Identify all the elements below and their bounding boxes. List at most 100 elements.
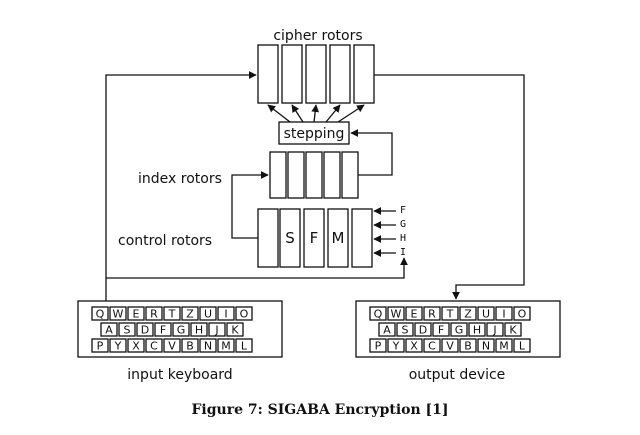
keyboard-key — [208, 322, 226, 337]
keyboard-key-label: F — [438, 324, 444, 337]
keyboard-to-control-line — [106, 257, 408, 279]
control-inputs: F G H I — [373, 205, 406, 258]
keyboard-key-label: K — [231, 324, 239, 337]
keyboard-key-label: M — [499, 340, 509, 353]
keyboard-key — [109, 306, 127, 321]
keyboard-key — [414, 322, 432, 337]
keyboard-key — [163, 306, 181, 321]
keyboard-key — [468, 322, 486, 337]
control-rotor-m — [327, 208, 349, 268]
keyboard-key — [190, 322, 208, 337]
keyboard-key-label: N — [204, 340, 212, 353]
cipher-rotor — [305, 44, 327, 104]
control-rotors: S F M — [257, 208, 373, 268]
keyboard-key-label: A — [383, 324, 391, 337]
keyboard-key — [495, 306, 513, 321]
control-rotor — [351, 208, 373, 268]
keyboard-key-label: P — [375, 340, 382, 353]
keyboard-key-label: W — [113, 308, 124, 321]
keyboard-key — [145, 306, 163, 321]
control-input-letter: H — [400, 233, 406, 244]
keyboard-key — [387, 306, 405, 321]
keyboard-key-label: G — [177, 324, 186, 337]
keyboard-key — [423, 306, 441, 321]
keyboard-key — [127, 338, 145, 353]
keyboard-key — [235, 306, 253, 321]
output-device-label: output device — [409, 367, 506, 383]
index-rotor — [269, 151, 287, 199]
stepping-arrows — [267, 104, 365, 123]
keyboard-key-label: O — [518, 308, 527, 321]
keyboard-key — [513, 306, 531, 321]
keyboard-key-label: A — [105, 324, 113, 337]
cipher-rotor — [353, 44, 375, 104]
keyboard-key-label: M — [221, 340, 231, 353]
keyboard-key-label: Y — [114, 340, 122, 353]
control-rotor-letter: F — [310, 229, 319, 247]
keyboard-key-label: V — [446, 340, 454, 353]
keyboard-key-label: U — [482, 308, 490, 321]
control-rotor — [257, 208, 279, 268]
figure-caption: Figure 7: SIGABA Encryption [1] — [191, 402, 448, 418]
keyboard-key — [477, 306, 495, 321]
keyboard-key-label: Q — [374, 308, 383, 321]
input-keyboard-label: input keyboard — [127, 367, 232, 383]
keyboard-key-label: X — [132, 340, 140, 353]
keyboard-key — [91, 306, 109, 321]
keyboard-key — [217, 338, 235, 353]
keyboard-key — [378, 322, 396, 337]
keyboard-key-label: F — [160, 324, 166, 337]
keyboard-key-label: K — [509, 324, 517, 337]
cipher-rotors — [257, 44, 375, 104]
control-rotor-f — [303, 208, 325, 268]
keyboard-key-label: E — [411, 308, 418, 321]
keyboard-key — [118, 322, 136, 337]
keyboard-key-label: Y — [392, 340, 400, 353]
keyboard-key-label: D — [141, 324, 149, 337]
keyboard-key-label: R — [150, 308, 158, 321]
keyboard-key — [235, 338, 253, 353]
keyboard-key-label: V — [168, 340, 176, 353]
keyboard-key — [109, 338, 127, 353]
keyboard-key-label: B — [186, 340, 194, 353]
keyboard-key — [477, 338, 495, 353]
keyboard-key — [145, 338, 163, 353]
keyboard-key-label: H — [473, 324, 481, 337]
keyboard-key-label: C — [428, 340, 436, 353]
keyboard-key-label: C — [150, 340, 158, 353]
cipher-to-output-line — [374, 74, 525, 300]
keyboard-key — [423, 338, 441, 353]
keyboard-key — [450, 322, 468, 337]
stepping-label: stepping — [284, 126, 345, 142]
keyboard-key-label: U — [204, 308, 212, 321]
control-rotor-letter: M — [332, 229, 345, 247]
cipher-rotor — [257, 44, 279, 104]
keyboard-key-label: N — [482, 340, 490, 353]
keyboard-key-label: T — [168, 308, 176, 321]
index-rotor — [287, 151, 305, 199]
index-rotors-label: index rotors — [138, 171, 222, 187]
cipher-rotor — [281, 44, 303, 104]
control-rotor-s — [279, 208, 301, 268]
cipher-rotor — [329, 44, 351, 104]
index-rotor — [341, 151, 359, 199]
keyboard-key-label: L — [241, 340, 248, 353]
keyboard-key — [199, 338, 217, 353]
keyboard-key — [495, 338, 513, 353]
keyboard-key — [369, 338, 387, 353]
keyboard-key-label: S — [402, 324, 409, 337]
control-to-index-line — [231, 171, 269, 239]
cipher-rotors-label: cipher rotors — [273, 28, 362, 44]
keyboard-key — [405, 338, 423, 353]
keyboard-key — [100, 322, 118, 337]
keyboard-key — [181, 306, 199, 321]
keyboard-key — [441, 306, 459, 321]
index-rotor — [323, 151, 341, 199]
keyboard-key-label: G — [455, 324, 464, 337]
keyboard-key — [396, 322, 414, 337]
keyboard-key — [513, 338, 531, 353]
keyboard-key — [459, 306, 477, 321]
